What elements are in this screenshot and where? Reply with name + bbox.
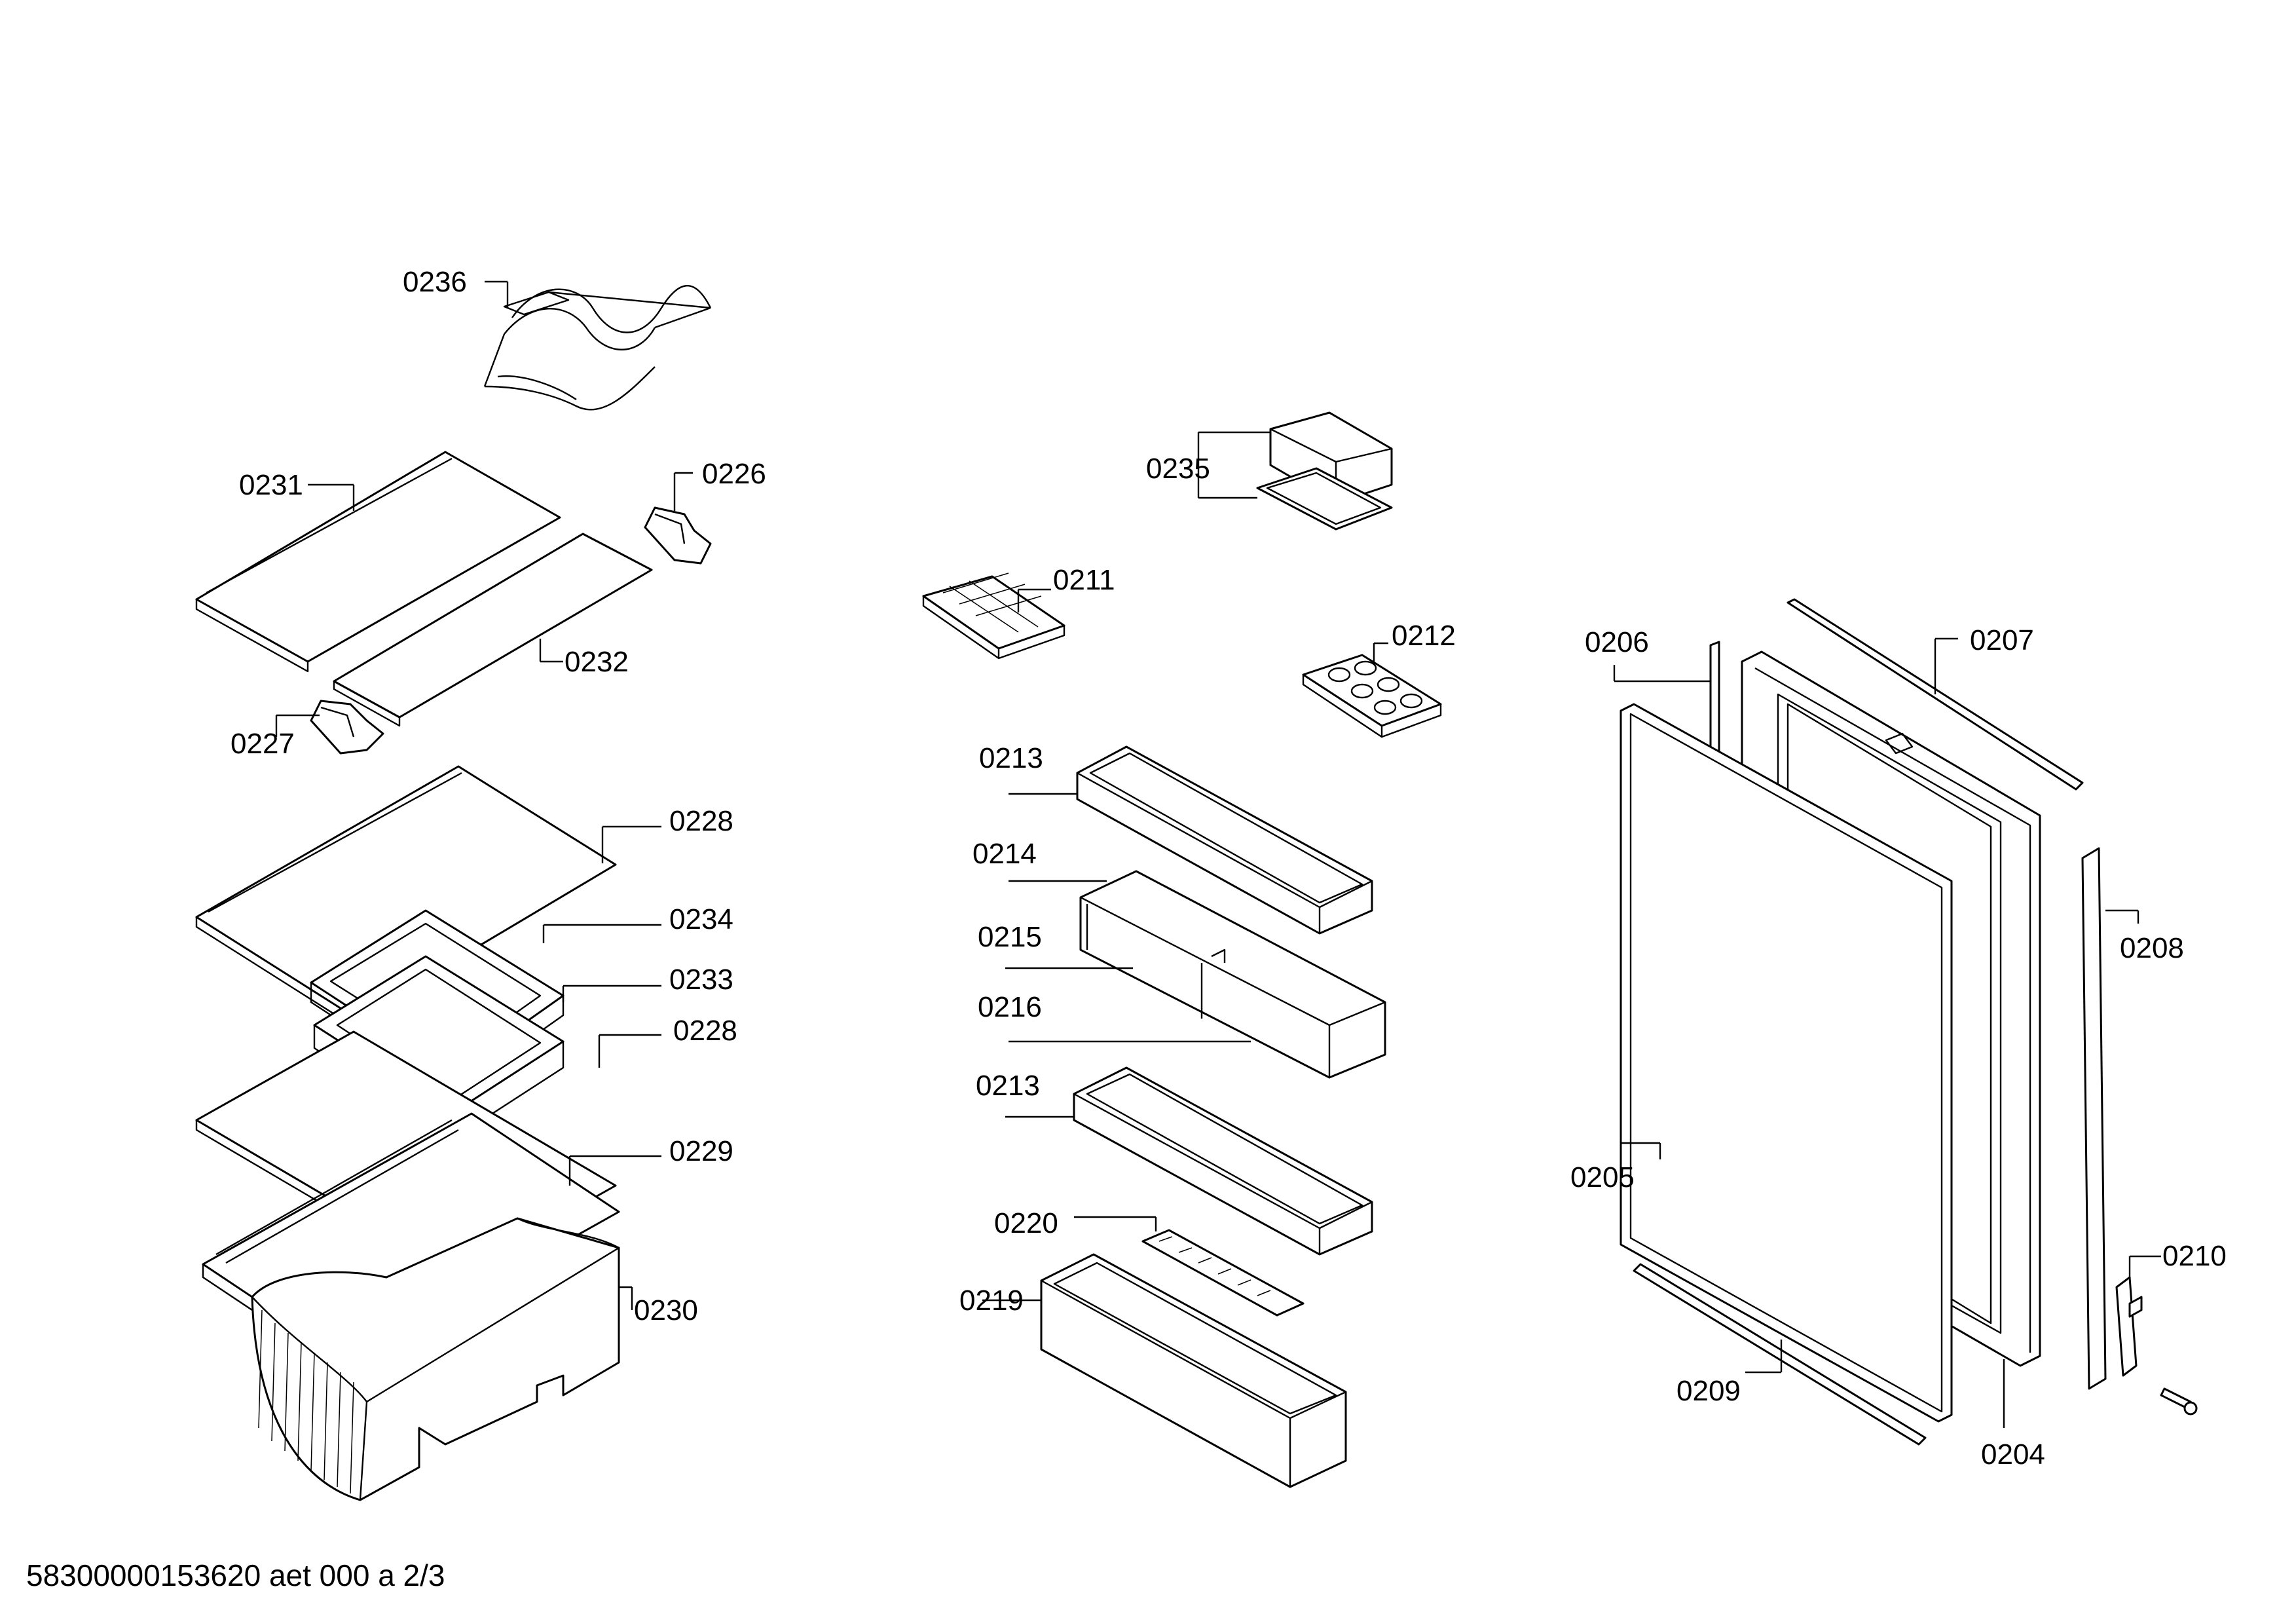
label-0219: 0219 xyxy=(959,1285,1024,1317)
part-0207-top-strip xyxy=(1787,598,2084,791)
part-0208-side-strip xyxy=(2081,847,2139,1390)
label-0205: 0205 xyxy=(1570,1161,1635,1193)
part-0211-ice-tray xyxy=(922,572,1065,660)
label-0232: 0232 xyxy=(565,646,629,678)
part-0226-shelf-bracket xyxy=(644,472,712,565)
label-0215: 0215 xyxy=(978,921,1042,953)
label-0228-upper: 0228 xyxy=(669,805,733,837)
label-0208: 0208 xyxy=(2120,932,2184,964)
part-0232-shelf-strip xyxy=(333,533,653,727)
part-0213-lower-door-bin xyxy=(1005,1066,1373,1256)
label-0227: 0227 xyxy=(231,728,295,760)
part-0212-egg-tray xyxy=(1302,642,1442,738)
label-0228-lower: 0228 xyxy=(673,1015,737,1047)
label-0214: 0214 xyxy=(972,838,1037,870)
part-screw xyxy=(2160,1387,2198,1416)
part-0219-bottom-door-bin xyxy=(982,1253,1347,1488)
label-0210: 0210 xyxy=(2162,1240,2227,1272)
label-0235: 0235 xyxy=(1146,453,1210,485)
label-0206: 0206 xyxy=(1585,626,1649,658)
label-0204: 0204 xyxy=(1981,1438,2045,1471)
label-0234: 0234 xyxy=(669,903,733,935)
label-0207: 0207 xyxy=(1970,624,2034,656)
label-0236: 0236 xyxy=(403,266,467,298)
label-0209: 0209 xyxy=(1676,1375,1741,1407)
document-code: 58300000153620 aet 000 a 2/3 xyxy=(26,1558,445,1592)
label-0229: 0229 xyxy=(669,1135,733,1167)
part-number-labels: 0236 0231 0226 0232 0227 0228 0234 0233 … xyxy=(231,266,2227,1471)
label-0233: 0233 xyxy=(669,964,733,996)
label-0230: 0230 xyxy=(634,1294,698,1326)
part-0210-hinge-bracket xyxy=(2115,1255,2161,1377)
part-0205-door-gasket xyxy=(1620,703,1953,1423)
part-0231-glass-shelf xyxy=(195,451,561,673)
part-0235-butter-compartment xyxy=(1197,411,1393,531)
part-0220-bottle-retainer xyxy=(1074,1216,1305,1317)
part-0236-bottle-rack xyxy=(483,280,712,411)
part-0230-crisper-drawer xyxy=(251,1217,633,1501)
label-0213-lower: 0213 xyxy=(976,1070,1040,1102)
label-0212: 0212 xyxy=(1392,620,1456,652)
label-0216: 0216 xyxy=(978,991,1042,1023)
label-0220: 0220 xyxy=(994,1207,1058,1239)
label-0226: 0226 xyxy=(702,458,766,490)
part-0209-bottom-strip xyxy=(1633,1263,1927,1446)
label-0231: 0231 xyxy=(239,469,303,501)
part-0213-upper-door-bin xyxy=(1009,745,1373,935)
part-0227-shelf-bracket xyxy=(275,700,384,755)
label-0211: 0211 xyxy=(1053,564,1115,596)
label-0213-upper: 0213 xyxy=(979,742,1043,774)
part-0214-0216-covered-door-bin xyxy=(1005,870,1386,1079)
